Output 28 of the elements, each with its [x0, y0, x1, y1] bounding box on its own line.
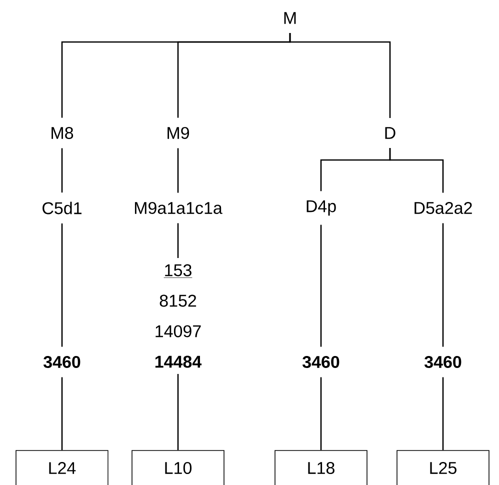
haplogroup-label: D: [385, 127, 396, 139]
tree-line: [177, 148, 179, 193]
tree-line: [442, 377, 444, 450]
sample-box: L25: [396, 450, 490, 485]
mutation-list: 153 8152 14097 14484: [155, 264, 202, 368]
tree-line: [289, 33, 391, 118]
tree-line: [320, 377, 322, 450]
sample-box: L10: [132, 450, 224, 485]
tree-line: [177, 223, 179, 258]
haplogroup-label: M8: [52, 126, 74, 140]
haplogroup-label: M9: [168, 126, 189, 140]
haplogroup-label: M: [284, 12, 296, 24]
tree-line: [61, 148, 63, 193]
mutation-label: 3460: [302, 356, 340, 368]
haplogroup-label: D4p: [306, 200, 336, 216]
sample-box: L18: [274, 450, 368, 485]
tree-line: [177, 374, 179, 450]
mutation-label: 3460: [424, 356, 462, 368]
haplogroup-label: C5d1: [42, 202, 82, 214]
tree-line: [442, 223, 444, 347]
haplogroup-label: D5a2a2: [414, 202, 472, 214]
tree-line: [320, 224, 322, 347]
sample-box: L24: [16, 450, 108, 485]
mutation-label: 3460: [44, 356, 80, 368]
tree-line: [61, 377, 63, 450]
haplogroup-label: M9a1a1c1a: [134, 202, 222, 214]
tree-line: [389, 148, 444, 193]
tree-line: [61, 223, 63, 347]
